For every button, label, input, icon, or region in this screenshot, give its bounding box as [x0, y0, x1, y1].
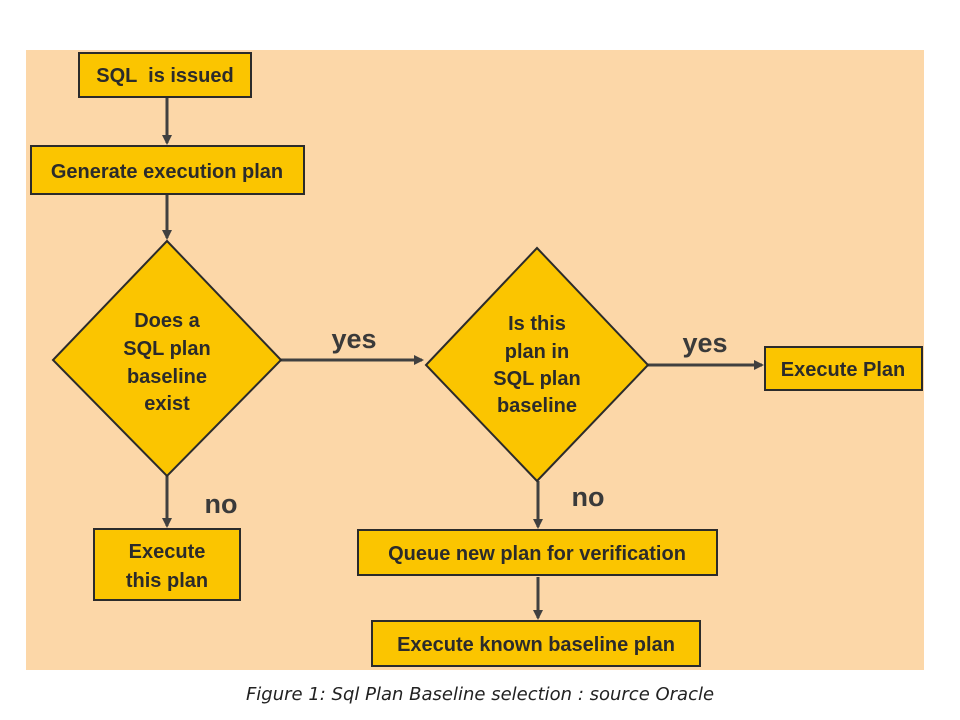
node-execute-known: Execute known baseline plan	[371, 620, 701, 667]
edge-label-no-2: no	[572, 482, 605, 512]
decision-plan-in-baseline-line-3: SQL plan	[493, 368, 580, 390]
node-execute-this-plan: Execute this plan	[93, 528, 241, 601]
figure-caption: Figure 1: Sql Plan Baseline selection : …	[245, 684, 715, 705]
decision-plan-in-baseline-line-1: Is this	[508, 313, 566, 335]
decision-baseline-exists-line-3: baseline	[127, 366, 207, 388]
decision-baseline-exists-line-4: exist	[144, 393, 190, 415]
node-generate-plan-label: Generate execution plan	[51, 161, 283, 183]
decision-plan-in-baseline-line-2: plan in	[505, 341, 569, 363]
node-execute-known-label: Execute known baseline plan	[397, 634, 675, 656]
node-execute-plan-label: Execute Plan	[781, 359, 906, 381]
decision-plan-in-baseline: Is this plan in SQL plan baseline	[424, 246, 650, 483]
node-sql-issued-label: SQL is issued	[96, 65, 233, 87]
edge-label-yes-2: yes	[682, 328, 727, 358]
node-execute-plan: Execute Plan	[764, 346, 923, 391]
node-execute-this-plan-line-1: Execute	[129, 541, 206, 563]
edge-label-no-1: no	[205, 489, 238, 519]
node-execute-this-plan-line-2: this plan	[126, 570, 208, 592]
decision-baseline-exists: Does a SQL plan baseline exist	[51, 239, 283, 478]
node-queue-plan: Queue new plan for verification	[357, 529, 718, 576]
decision-baseline-exists-line-2: SQL plan	[123, 338, 210, 360]
node-sql-issued: SQL is issued	[78, 52, 252, 98]
node-generate-plan: Generate execution plan	[30, 145, 305, 195]
decision-baseline-exists-line-1: Does a	[134, 310, 200, 332]
node-queue-plan-label: Queue new plan for verification	[388, 543, 686, 565]
edge-label-yes-1: yes	[331, 324, 376, 354]
decision-plan-in-baseline-line-4: baseline	[497, 395, 577, 417]
